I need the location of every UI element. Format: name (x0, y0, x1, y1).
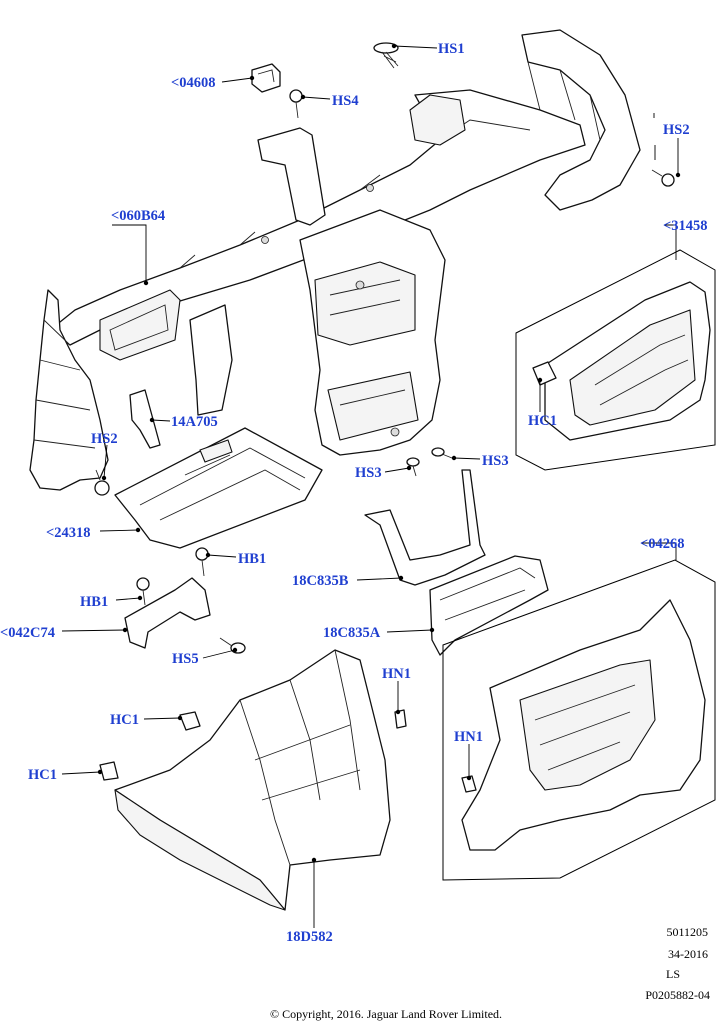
leader-lines (61, 43, 681, 928)
bracket-18c835b-drawing (364, 469, 486, 586)
ref-line-3: LS (666, 967, 680, 981)
label-24318: <24318 (46, 525, 91, 541)
screw-hs2-left-drawing (94, 469, 110, 496)
glovebox-box-31458 (515, 249, 716, 471)
ref-line-2: 34-2016 (668, 947, 708, 961)
label-hb1-left: HB1 (80, 594, 108, 610)
label-hn1-mid: HN1 (382, 666, 411, 682)
label-18d582: 18D582 (286, 929, 333, 945)
label-hs4: HS4 (332, 93, 359, 109)
label-hs1: HS1 (438, 41, 465, 57)
tray-24318-drawing (114, 427, 323, 549)
bracket-18c835a-drawing (429, 555, 549, 656)
label-hs2-left: HS2 (91, 431, 118, 447)
label-04608: <04608 (171, 75, 216, 91)
label-04268: <04268 (640, 536, 685, 552)
label-hs3-right: HS3 (482, 453, 509, 469)
label-hc1-box: HC1 (528, 413, 557, 429)
clip-04608-drawing (251, 63, 281, 93)
label-14a705: 14A705 (171, 414, 218, 430)
reference-block: 5011205 34-2016 LS P0205882-04 (645, 925, 710, 1002)
label-hs3-left: HS3 (355, 465, 382, 481)
label-hs5: HS5 (172, 651, 199, 667)
screw-hs2-top-drawing (651, 169, 675, 187)
bracket-14a705-drawing (129, 389, 161, 449)
label-18c835b: 18C835B (292, 573, 349, 589)
label-hc1-b: HC1 (28, 767, 57, 783)
label-hc1-a: HC1 (110, 712, 139, 728)
label-hs2-top: HS2 (663, 122, 690, 138)
screw-hs4-drawing (289, 89, 303, 119)
lower-console-18d582-drawing (99, 649, 407, 911)
ref-line-1: 5011205 (666, 925, 708, 939)
glovebox-box-04268 (442, 559, 716, 881)
screws-hs3-drawing (406, 447, 453, 477)
label-18c835a: 18C835A (323, 625, 381, 641)
copyright-text: © Copyright, 2016. Jaguar Land Rover Lim… (270, 1007, 502, 1021)
label-042c74: <042C74 (0, 625, 55, 641)
ref-line-4: P0205882-04 (645, 988, 710, 1002)
label-060b64: <060B64 (111, 208, 165, 224)
label-hb1-right: HB1 (238, 551, 266, 567)
label-hn1-box: HN1 (454, 729, 483, 745)
bracket-042c74-drawing (124, 547, 246, 654)
label-31458: <31458 (663, 218, 708, 234)
cross-car-beam-drawing (29, 29, 641, 491)
callout-labels: HS1 <04608 HS4 HS2 <060B64 <31458 HC1 HS… (0, 41, 708, 945)
